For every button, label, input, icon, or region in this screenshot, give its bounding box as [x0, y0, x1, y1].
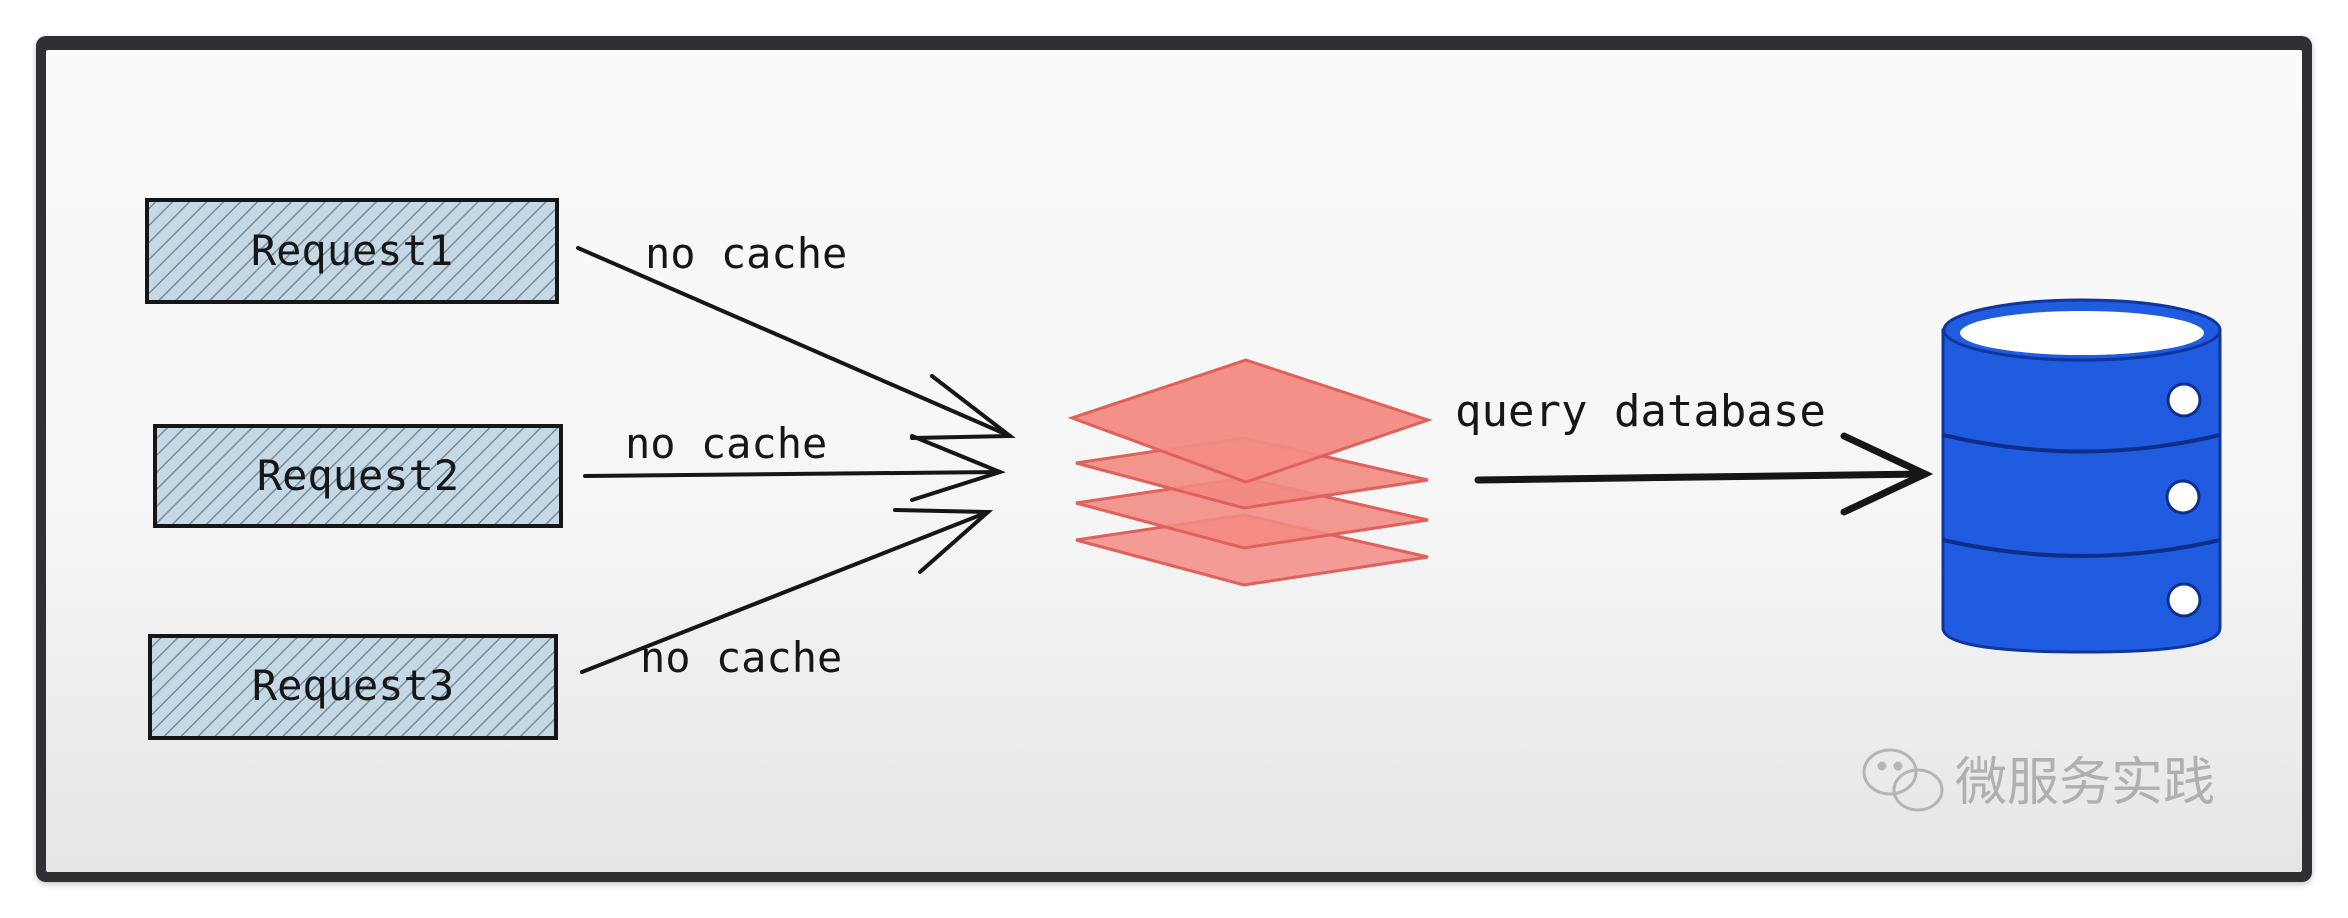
watermark-text: 微服务实践 — [1955, 753, 2215, 813]
edge-label-2: no cache — [625, 419, 827, 468]
wechat-icon — [1862, 748, 1944, 812]
diagram-canvas: Request1 Request2 Request3 — [46, 50, 2302, 872]
arrow-request-3 — [580, 508, 994, 674]
edge-label-1: no cache — [645, 229, 847, 278]
request-3-label: Request3 — [252, 661, 454, 710]
arrow-request-1 — [576, 246, 1016, 440]
arrow-query-database — [1474, 432, 1934, 516]
window-frame: Request1 Request2 Request3 — [36, 36, 2312, 882]
request-box-1: Request1 — [145, 198, 559, 304]
request-box-3: Request3 — [148, 634, 558, 740]
query-database-label: query database — [1455, 386, 1826, 437]
edge-label-3: no cache — [640, 633, 842, 682]
request-2-label: Request2 — [257, 451, 459, 500]
request-box-2: Request2 — [153, 424, 563, 528]
database-icon — [1941, 298, 2222, 654]
layers-icon — [1067, 358, 1433, 587]
arrow-request-2 — [583, 434, 1006, 502]
request-1-label: Request1 — [251, 226, 453, 275]
